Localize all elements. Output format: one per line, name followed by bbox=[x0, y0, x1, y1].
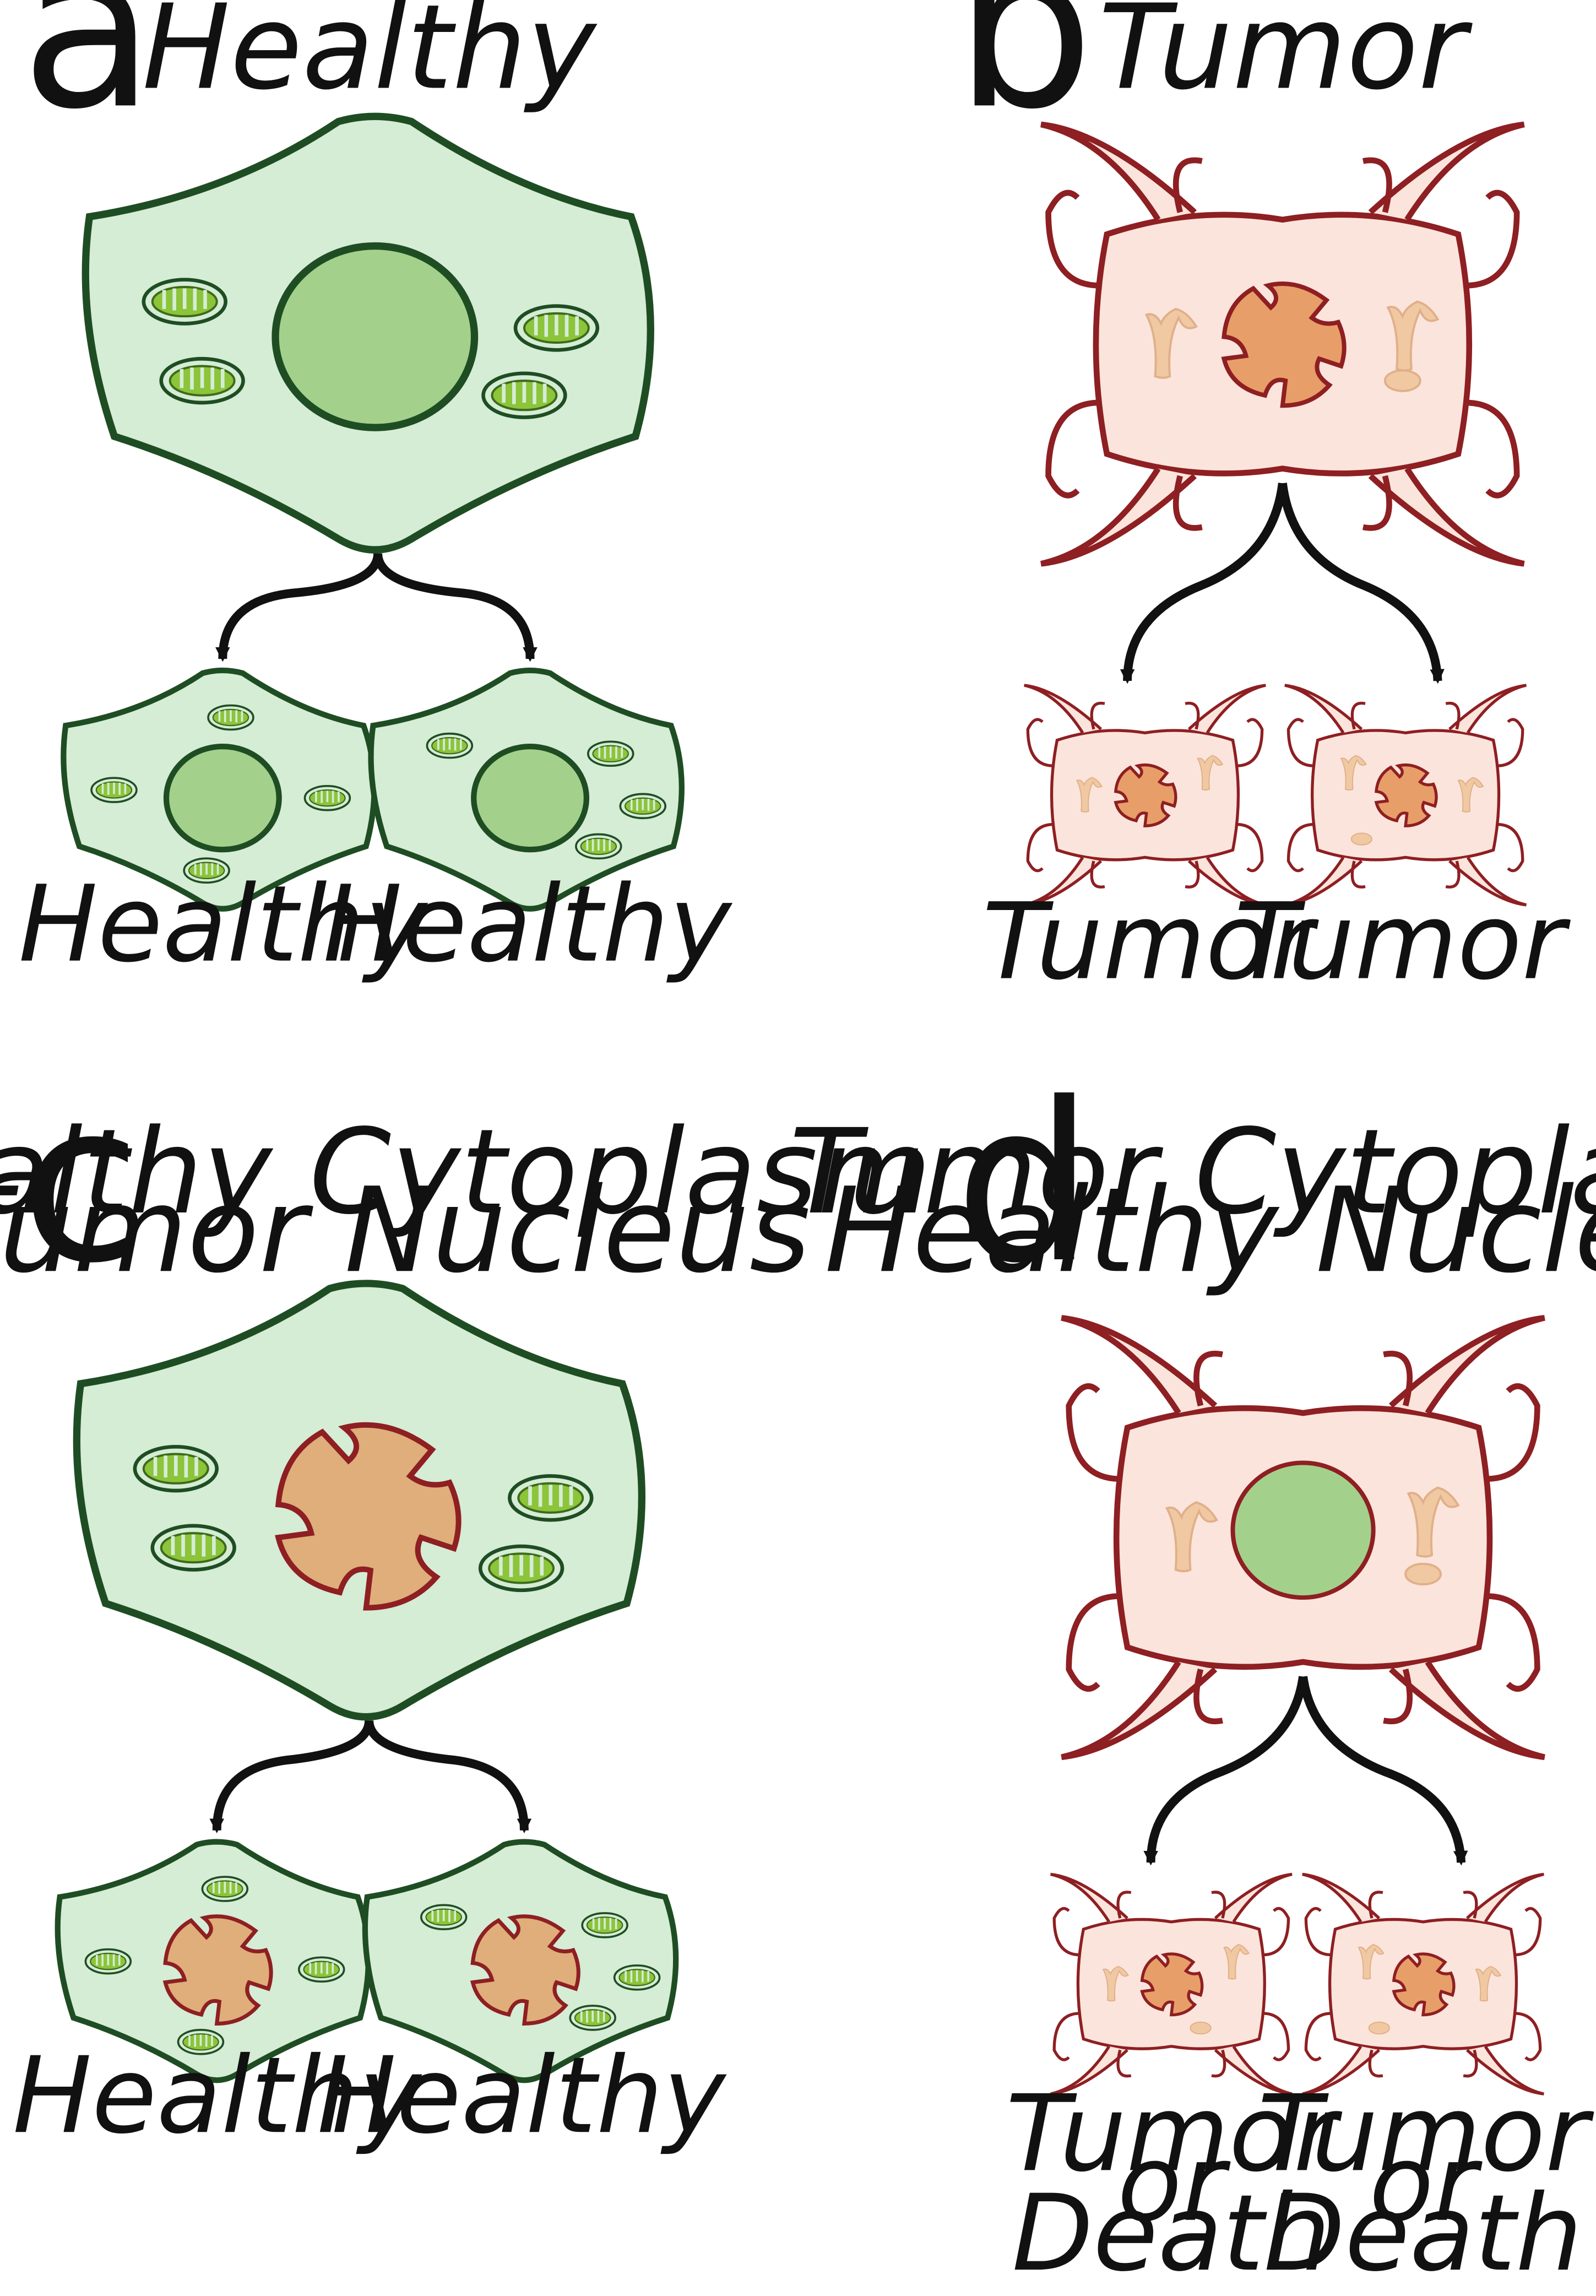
panel-c: c Healthy Cytoplasm Tumor Nucleus bbox=[0, 1056, 932, 2157]
panel-letter-d: d bbox=[954, 1056, 1094, 1312]
daughter-label-a-1: Healthy bbox=[19, 863, 428, 986]
daughter-label-b-1: Tumor bbox=[982, 881, 1319, 1004]
division-arrow-right bbox=[1278, 483, 1445, 684]
parent-cell-healthy bbox=[85, 116, 650, 550]
panel-b-title: Tumor bbox=[1099, 0, 1473, 116]
healthy-nucleus bbox=[272, 242, 479, 431]
parent-cell-tumor bbox=[1041, 124, 1524, 564]
daughter-label-d-1-line3: Death bbox=[1012, 2172, 1331, 2295]
daughter-cell-d-2 bbox=[1302, 1874, 1544, 2094]
panel-c-title-line2: Tumor Nucleus bbox=[0, 1163, 811, 1299]
daughter-cell-d-1 bbox=[1051, 1874, 1293, 2094]
healthy-nucleus bbox=[1230, 1460, 1376, 1600]
daughter-label-d-2-line1: Tumor bbox=[1257, 2072, 1594, 2195]
panel-letter-a: a bbox=[21, 0, 155, 158]
daughter-cell-healthy-1 bbox=[63, 670, 374, 909]
division-arrow-left bbox=[215, 553, 383, 662]
panel-d: d Tumor Cytoplasm Healthy Nucleus Tumor bbox=[789, 1056, 1596, 2295]
division-arrow-right bbox=[1299, 1676, 1468, 1866]
panel-a: a Healthy Healthy bbox=[19, 0, 733, 986]
daughter-label-d-1-line1: Tumor bbox=[1006, 2072, 1342, 2195]
daughter-label-c-1: Healthy bbox=[13, 2034, 422, 2157]
daughter-cell-healthy-2 bbox=[371, 670, 682, 909]
division-arrow-left bbox=[1120, 483, 1287, 684]
panel-a-title: Healthy bbox=[142, 0, 598, 116]
parent-cell-tumor-cytoplasm bbox=[1061, 1318, 1544, 1757]
daughter-label-b-2: Tumor bbox=[1234, 881, 1571, 1004]
daughter-label-d-2-line2: or bbox=[1369, 2122, 1483, 2245]
daughter-label-a-2: Healthy bbox=[323, 863, 732, 986]
panel-letter-c: c bbox=[21, 1056, 142, 1312]
daughter-label-d-1-line2: or bbox=[1117, 2122, 1231, 2245]
division-arrow-right bbox=[373, 553, 538, 662]
panel-d-title-line1: Tumor Cytoplasm bbox=[789, 1104, 1596, 1241]
daughter-label-d-2-line3: Death bbox=[1264, 2172, 1583, 2295]
panel-c-title-line1: Healthy Cytoplasm bbox=[0, 1104, 932, 1241]
daughter-label-c-2: Healthy bbox=[317, 2034, 727, 2157]
panel-d-title-line2: Healthy Nucleus bbox=[824, 1163, 1596, 1299]
division-arrow-right bbox=[365, 1720, 532, 1834]
parent-cell-healthy-cytoplasm bbox=[77, 1284, 642, 1717]
division-arrow-left bbox=[209, 1720, 374, 1834]
panel-b: b Tumor Tumor Tumor bbox=[954, 0, 1571, 1004]
tumor-nucleus bbox=[278, 1425, 458, 1608]
division-arrow-left bbox=[1143, 1676, 1307, 1866]
daughter-cell-tumor-2 bbox=[1285, 685, 1527, 905]
daughter-cell-tumor-1 bbox=[1024, 685, 1266, 905]
